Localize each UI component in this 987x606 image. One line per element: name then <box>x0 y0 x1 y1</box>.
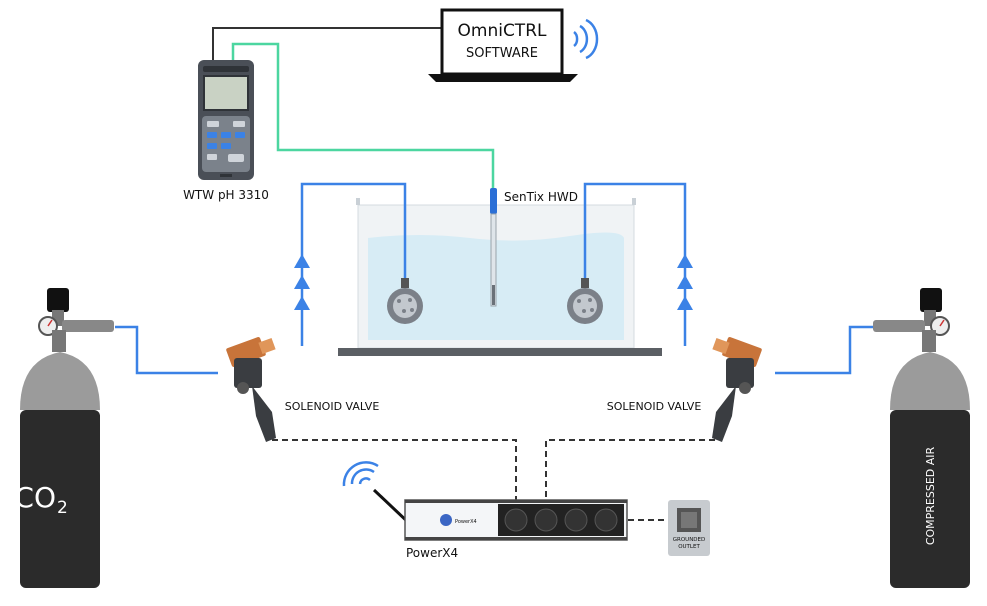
probe-icon <box>490 188 497 307</box>
co2-label: CO <box>14 481 56 514</box>
power-strip-icon <box>404 499 628 541</box>
power-cables <box>272 439 715 521</box>
tank-stand <box>338 348 662 356</box>
solenoid-left-label: SOLENOID VALVE <box>285 400 380 413</box>
check-valve-icon <box>677 254 693 310</box>
meter-icon <box>198 60 254 180</box>
solenoid-valve-icon <box>226 337 276 442</box>
outlet-label-line2: OUTLET <box>678 544 700 550</box>
solenoid-right-label: SOLENOID VALVE <box>607 400 702 413</box>
diffuser-icon <box>567 278 603 324</box>
laptop-icon <box>428 8 578 82</box>
antenna <box>372 488 412 526</box>
gas-cylinder-icon <box>20 288 114 588</box>
gas-cylinder-icon <box>873 288 970 588</box>
meter-label: WTW pH 3310 <box>183 188 269 202</box>
socket-icon <box>668 500 710 556</box>
power-brand: PowerX4 <box>455 519 477 525</box>
power-label: PowerX4 <box>406 546 458 560</box>
meter-to-laptop-cable <box>212 27 442 62</box>
check-valve-icon <box>294 254 310 310</box>
solenoid-valve-icon <box>712 337 762 442</box>
wifi-icon <box>573 18 599 60</box>
aquarium-tank <box>338 198 662 356</box>
diffuser-icon <box>387 278 423 324</box>
software-subtitle: SOFTWARE <box>466 46 538 61</box>
co2-subscript: 2 <box>57 498 68 518</box>
cables <box>212 27 495 190</box>
sensor-label: SenTix HWD <box>504 190 578 204</box>
outlet-label-line1: GROUNDED <box>673 537 706 543</box>
wifi-icon <box>342 461 379 487</box>
sensor-cable <box>231 42 495 190</box>
air-label: COMPRESSED AIR <box>924 446 937 545</box>
software-title: OmniCTRL <box>458 21 548 41</box>
